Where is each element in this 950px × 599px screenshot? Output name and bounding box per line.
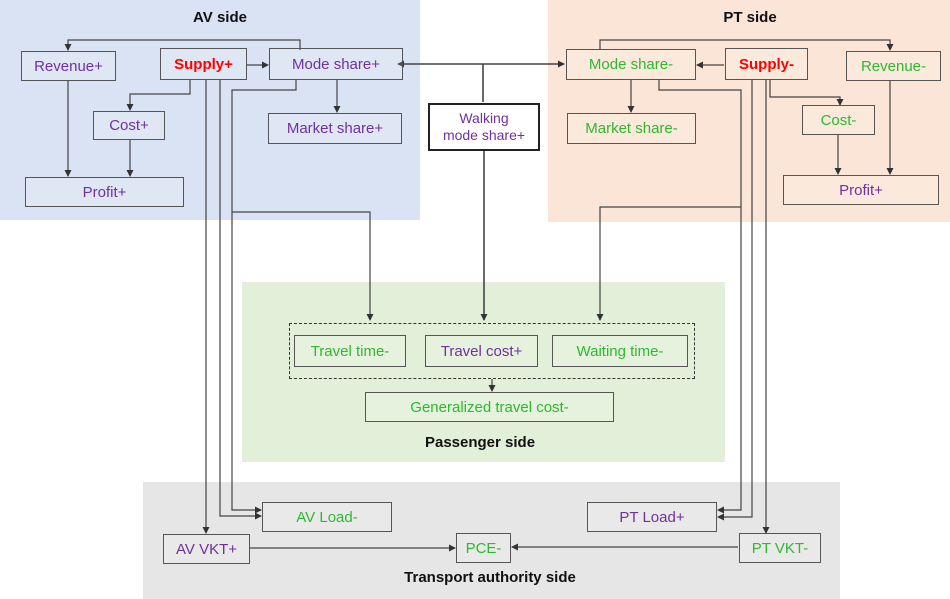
- edge-pt-waiting-time: [596, 206, 741, 321]
- walking-label-line1: Walking: [459, 110, 509, 126]
- edge-pt-supply-cost: [769, 80, 844, 106]
- edge-pt-modeshare-revenue: [599, 39, 894, 51]
- waiting-time-node: Waiting time-: [552, 335, 688, 367]
- generalized-travel-cost-node: Generalized travel cost-: [365, 392, 614, 422]
- av-revenue-node: Revenue+: [21, 51, 116, 81]
- av-supply-node: Supply+: [160, 48, 247, 80]
- edge-av-modeshare-load: [231, 80, 297, 514]
- av-side-title: AV side: [193, 9, 247, 26]
- walking-label-line2: mode share+: [442, 127, 526, 143]
- av-vkt-node: AV VKT+: [163, 534, 250, 564]
- edge-pt-modeshare-load: [658, 80, 742, 514]
- av-cost-node: Cost+: [93, 111, 165, 140]
- pt-profit-node: Profit+: [783, 175, 939, 205]
- edge-av-modeshare-revenue: [64, 39, 301, 51]
- authority-side-title: Transport authority side: [404, 569, 576, 586]
- travel-components-group: [289, 323, 695, 379]
- pt-revenue-node: Revenue-: [846, 51, 941, 81]
- walking-mode-share-node: Walking mode share+: [428, 103, 540, 151]
- pt-cost-node: Cost-: [802, 105, 875, 135]
- pce-node: PCE-: [456, 533, 511, 563]
- edge-pt-supply-load: [717, 80, 753, 521]
- av-load-node: AV Load-: [262, 502, 392, 532]
- pt-side-title: PT side: [723, 9, 777, 26]
- pt-supply-node: Supply-: [725, 48, 808, 80]
- pt-market-share-node: Market share-: [567, 113, 696, 144]
- passenger-side-title: Passenger side: [424, 434, 536, 451]
- av-side-region: [0, 0, 420, 220]
- edge-av-supply-cost: [126, 80, 191, 111]
- edge-av-travel-time: [232, 211, 374, 321]
- travel-cost-node: Travel cost+: [425, 335, 538, 367]
- av-market-share-node: Market share+: [268, 113, 402, 144]
- travel-time-node: Travel time-: [294, 335, 406, 367]
- edge-av-supply-load: [219, 80, 262, 520]
- pt-vkt-node: PT VKT-: [739, 533, 821, 563]
- authority-side-region: [143, 482, 840, 599]
- pt-side-region: [548, 0, 950, 222]
- av-mode-share-node: Mode share+: [269, 48, 403, 80]
- pt-mode-share-node: Mode share-: [566, 49, 696, 80]
- av-profit-node: Profit+: [25, 177, 184, 207]
- pt-load-node: PT Load+: [587, 502, 717, 532]
